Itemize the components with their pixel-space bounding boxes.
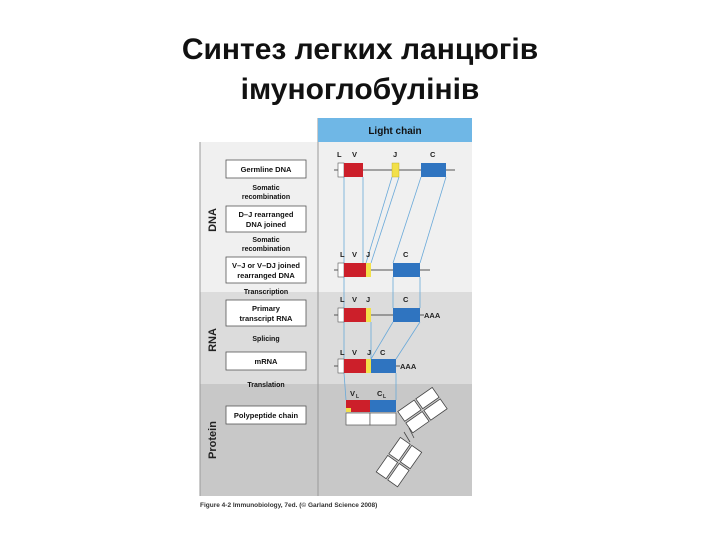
dj-line-a: D–J rearranged	[238, 210, 293, 219]
light-chain-header-text: Light chain	[368, 126, 421, 137]
row4-j-label: J	[367, 348, 371, 357]
row1-j-segment	[392, 163, 399, 177]
row2-v-label: V	[352, 250, 357, 259]
row2-c-label: C	[403, 250, 409, 259]
row3-polya: AAA	[424, 311, 441, 320]
vj-line-b: rearranged DNA	[237, 271, 295, 280]
translation-label: Translation	[247, 382, 284, 389]
primary-line-a: Primary	[252, 304, 281, 313]
mrna-label: mRNA	[255, 357, 279, 366]
section-dna: DNA	[207, 208, 219, 232]
row4-j-segment	[366, 359, 371, 373]
row4-l-label: L	[340, 348, 345, 357]
row2-c-segment	[393, 263, 420, 277]
row1-v-segment	[344, 163, 363, 177]
vl-label: V	[350, 389, 355, 398]
row3-c-segment	[393, 308, 420, 322]
row2-j-segment	[366, 263, 371, 277]
transcription-label: Transcription	[244, 289, 288, 296]
row2-l-label: L	[340, 250, 345, 259]
section-protein: Protein	[207, 421, 219, 459]
row4-polya: AAA	[400, 362, 417, 371]
section-rna: RNA	[207, 328, 219, 352]
dj-line-b: DNA joined	[246, 220, 287, 229]
row2-j-label: J	[366, 250, 370, 259]
row3-v-segment	[344, 308, 366, 322]
vl-subscript: L	[356, 394, 359, 400]
row1-l-label: L	[337, 150, 342, 159]
row3-j-segment	[366, 308, 371, 322]
cl-domain	[370, 400, 396, 412]
somatic-2-line-b: recombination	[242, 246, 290, 253]
splicing-label: Splicing	[252, 336, 279, 343]
figure-caption: Figure 4-2 Immunobiology, 7ed. (© Garlan…	[200, 502, 377, 509]
row1-c-segment	[421, 163, 446, 177]
row1-j-label: J	[393, 150, 397, 159]
row1-v-label: V	[352, 150, 357, 159]
polypeptide-label: Polypeptide chain	[234, 411, 299, 420]
row4-c-segment	[371, 359, 396, 373]
row3-l-label: L	[340, 295, 345, 304]
vj-line-a: V–J or V–DJ joined	[232, 261, 300, 270]
germline-dna-label: Germline DNA	[241, 165, 292, 174]
row3-j-label: J	[366, 295, 370, 304]
row3-c-label: C	[403, 295, 409, 304]
row2-v-segment	[344, 263, 366, 277]
somatic-1-line-a: Somatic	[252, 185, 279, 192]
somatic-1-line-b: recombination	[242, 194, 290, 201]
primary-line-b: transcript RNA	[240, 314, 294, 323]
row3-v-label: V	[352, 295, 357, 304]
somatic-2-line-a: Somatic	[252, 237, 279, 244]
row1-c-label: C	[430, 150, 436, 159]
row4-c-label: C	[380, 348, 386, 357]
cl-subscript: L	[383, 394, 386, 400]
row4-v-segment	[344, 359, 366, 373]
row4-v-label: V	[352, 348, 357, 357]
